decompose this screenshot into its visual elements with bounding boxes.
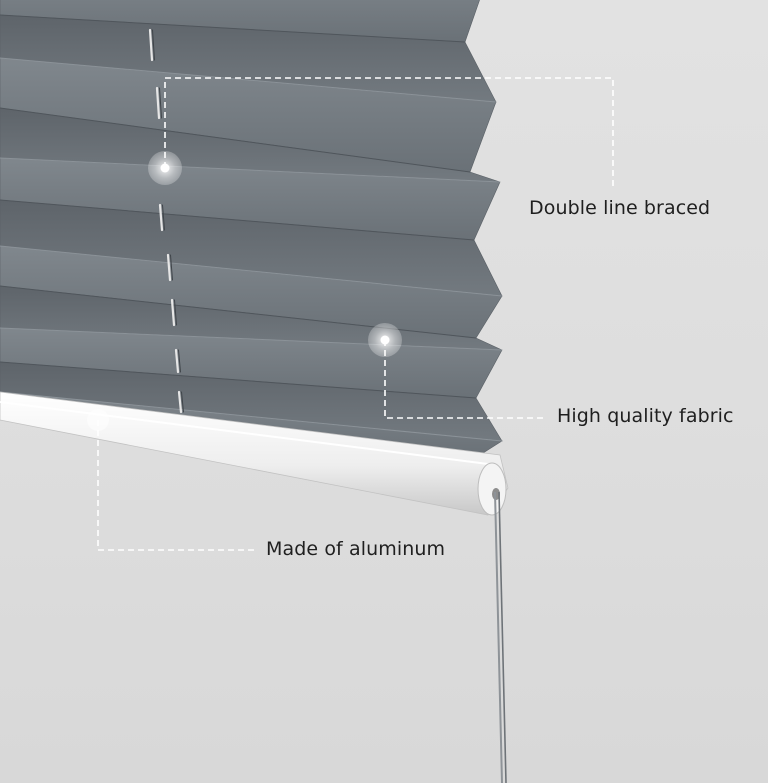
brace-cord-segment: [174, 348, 180, 374]
pleat-fold-line: [0, 327, 503, 351]
pleat-fold-line: [0, 199, 475, 241]
brace-cord-shadow: [159, 87, 162, 119]
callout-dot-braced-center: [160, 163, 170, 173]
callout-line-fabric: [384, 340, 545, 419]
pleat-fold-line: [0, 157, 501, 183]
brace-cord-segment: [155, 86, 161, 120]
brace-cord-shadow: [152, 29, 155, 61]
callout-high-quality-fabric: High quality fabric: [557, 405, 734, 427]
brace-cord-segment: [177, 390, 183, 414]
brace-cord-segment: [170, 298, 176, 327]
callout-dot-fabric-center: [380, 335, 390, 345]
brace-cord-segment: [148, 28, 154, 62]
pull-cord: [494, 491, 507, 783]
pleat-fold-line: [0, 57, 497, 103]
pleat-fold-line: [0, 14, 466, 43]
brace-cord-shadow: [174, 299, 177, 326]
callout-dot-aluminum: [87, 409, 109, 431]
brace-cord-shadow: [170, 254, 173, 281]
brace-cord-segment: [166, 253, 172, 282]
brace-cords: [148, 28, 184, 414]
brace-cord-shadow: [181, 391, 184, 413]
callout-double-line-braced: Double line braced: [529, 197, 711, 219]
pull-cord-line: [498, 491, 507, 783]
pull-cord-line: [494, 491, 503, 783]
rail-end-cap: [477, 462, 507, 516]
brace-cord-segment: [158, 203, 164, 232]
callout-line-aluminum: [97, 420, 258, 551]
pleat-fold-line: [0, 361, 477, 399]
callout-lines: [87, 77, 614, 551]
pleat-fold-line: [0, 245, 503, 297]
brace-cord-shadow: [178, 349, 181, 373]
aluminum-bottom-rail: [0, 391, 509, 516]
pleat-fold-line: [0, 107, 471, 173]
callout-made-of-aluminum: Made of aluminum: [266, 538, 446, 560]
fabric-pleats: [0, 0, 503, 456]
callout-line-braced: [164, 77, 614, 188]
pleat-fold-line: [0, 391, 503, 442]
brace-cord-shadow: [162, 204, 165, 231]
rail-highlight: [0, 401, 497, 466]
